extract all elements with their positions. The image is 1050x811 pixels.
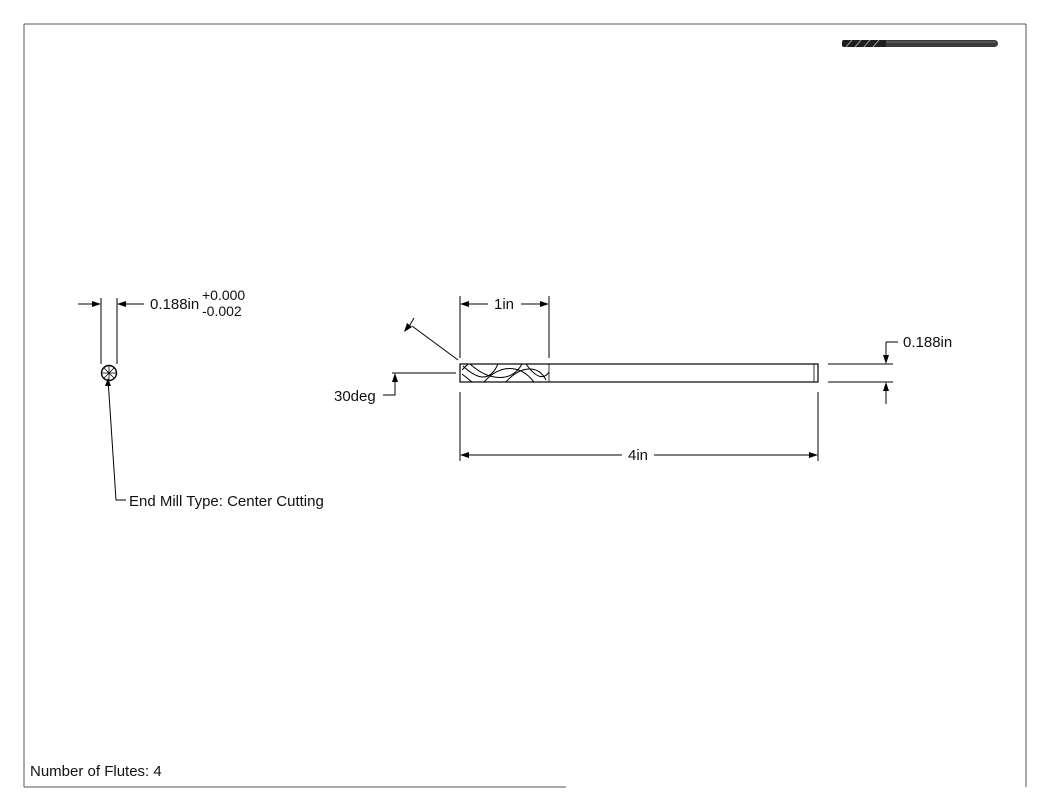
cut-length-arrow-right: [540, 301, 549, 307]
end-view: [78, 298, 144, 501]
overall-length-label: 4in: [628, 447, 648, 464]
shank-diameter-arrow-top: [883, 355, 889, 364]
angle-leader: [383, 375, 396, 396]
end-view-arrow-left: [92, 301, 101, 307]
end-mill-type-note: End Mill Type: Center Cutting: [129, 493, 324, 510]
tool-thumbnail: [842, 39, 998, 48]
sheet-border: [23, 23, 1027, 788]
overall-length-arrow-left: [460, 452, 469, 458]
end-view-arrow-right: [117, 301, 126, 307]
shank-diameter-label: 0.188in: [903, 334, 952, 351]
cut-length-label: 1in: [494, 296, 514, 313]
end-view-tolerance-upper: +0.000: [202, 287, 245, 303]
end-view-tolerance-lower: -0.002: [202, 303, 242, 319]
end-mill-flutes: [461, 363, 550, 383]
side-view: [383, 296, 898, 461]
flute-count-note: Number of Flutes: 4: [30, 763, 162, 780]
overall-length-arrow-right: [809, 452, 818, 458]
end-mill-body: [459, 363, 819, 383]
shank-diameter-arrow-bottom: [883, 382, 889, 391]
end-mill-end-face: [100, 364, 118, 382]
angle-label: 30deg: [334, 388, 376, 405]
end-type-leader: [107, 378, 126, 501]
angle-extension-line: [411, 325, 459, 361]
cut-length-arrow-left: [460, 301, 469, 307]
end-view-diameter-label: 0.188in: [150, 296, 199, 313]
